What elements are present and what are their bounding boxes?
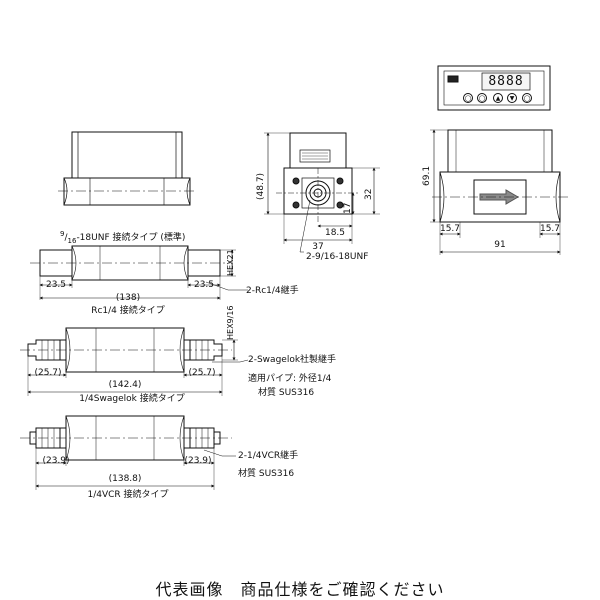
vcr-type-drawing — [20, 415, 236, 490]
swagelok-caption: 1/4Swagelok 接続タイプ — [79, 394, 185, 404]
side-total-width-label: 37 — [312, 242, 324, 252]
front-view-drawing — [58, 131, 196, 206]
panel-button-1: ◯ — [464, 95, 472, 102]
rc-left-dim: 23.5 — [45, 280, 67, 290]
rc-caption: Rc1/4 接続タイプ — [91, 306, 165, 316]
right-height-label: 69.1 — [422, 165, 432, 186]
right-width-label: 91 — [494, 240, 506, 250]
panel-button-down: ▼ — [509, 95, 515, 102]
panel-button-up: ▲ — [495, 95, 501, 102]
right-left-offset-label: 15.7 — [439, 224, 461, 234]
panel-view-drawing — [437, 65, 551, 111]
rc-type-drawing — [30, 245, 248, 300]
panel-button-2: ◯ — [478, 95, 486, 102]
vcr-left-dim: (23.9) — [42, 456, 70, 466]
rc-fitting-note: 2-Rc1/4継手 — [246, 286, 299, 296]
vcr-fitting-note: 2-1/4VCR継手 — [238, 451, 299, 461]
side-port-width-label: 18.5 — [324, 228, 346, 238]
unf-type-title: 9/16-18UNF 接続タイプ (標準) — [60, 230, 186, 245]
right-view-drawing — [430, 129, 568, 255]
panel-button-5: ◯ — [523, 95, 531, 102]
swagelok-left-dim: (25.7) — [34, 368, 62, 378]
swagelok-right-dim: (25.7) — [188, 368, 216, 378]
swagelok-hex-label: HEX9/16 — [226, 305, 235, 340]
side-port-height-label: 17 — [343, 202, 353, 214]
swagelok-type-drawing — [20, 327, 249, 396]
vcr-total-dim: (138.8) — [108, 474, 142, 484]
swagelok-fitting-note: 2-Swagelok社製継手 — [248, 355, 337, 365]
rc-right-dim: 23.5 — [193, 280, 215, 290]
footer-notice: 代表画像 商品仕様をご確認ください — [155, 580, 445, 599]
swagelok-total-dim: (142.4) — [108, 380, 142, 390]
rc-hex-label: HEX21 — [226, 249, 235, 276]
swagelok-pipe-note: 適用パイプ: 外径1/4 — [248, 374, 332, 384]
vcr-right-dim: (23.9) — [184, 456, 212, 466]
side-height-label: (48.7) — [256, 172, 266, 200]
side-total-height-label: 32 — [364, 188, 374, 200]
vcr-material-note: 材質 SUS316 — [238, 469, 295, 479]
swagelok-material-note: 材質 SUS316 — [258, 388, 315, 398]
panel-display: 8888 — [488, 74, 524, 89]
side-thread-callout: 2-9/16-18UNF — [306, 252, 369, 262]
side-view-drawing — [264, 132, 380, 253]
rc-total-dim: (138) — [115, 293, 141, 303]
right-right-offset-label: 15.7 — [539, 224, 561, 234]
vcr-caption: 1/4VCR 接続タイプ — [87, 490, 169, 500]
